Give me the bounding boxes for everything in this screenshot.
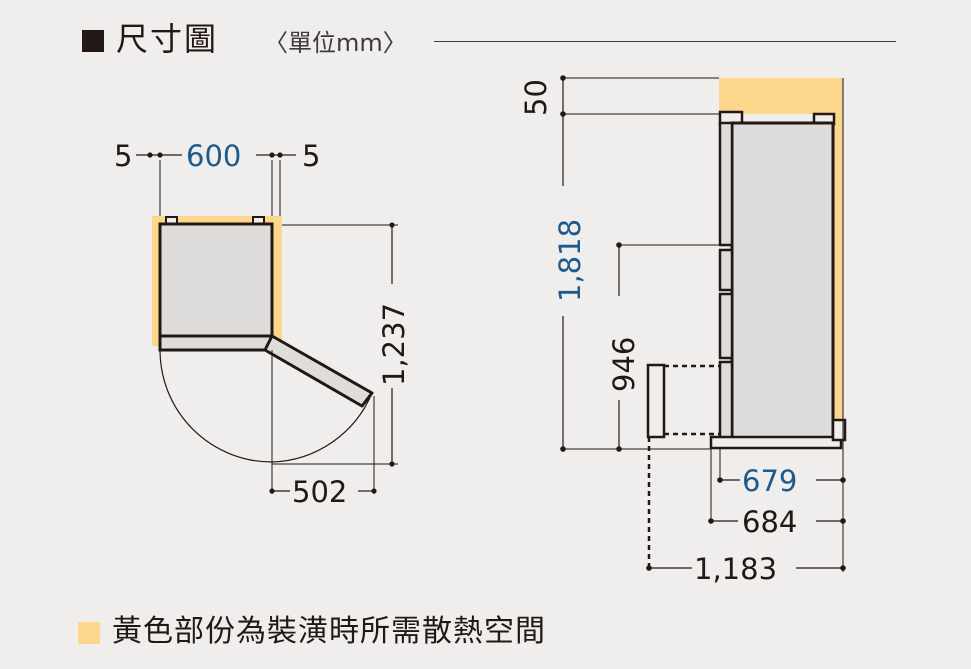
dim-depth-drawer-open: 1,183: [694, 552, 777, 586]
side-view-back-foot: [831, 418, 847, 442]
dim-height: 1,818: [553, 219, 587, 302]
side-view-drawer-open-front: [646, 363, 666, 439]
unit-label: 〈單位mm〉: [264, 29, 407, 57]
legend-swatch-heat-space: [78, 622, 100, 644]
top-view: [136, 154, 398, 494]
dim-depth: 679: [742, 464, 797, 498]
title-marker-square: [82, 30, 104, 52]
side-view-dim-dots: [560, 75, 846, 571]
dim-gap-left: 5: [114, 139, 132, 173]
dim-width: 600: [186, 139, 241, 173]
dim-depth-door-open: 1,237: [377, 303, 411, 386]
dim-drawer-height: 946: [607, 337, 641, 392]
top-view-heat-space-right: [273, 216, 282, 346]
side-view-door-bottom: [718, 360, 734, 440]
side-view-door-mid-1: [718, 248, 734, 292]
top-view-door-closed: [158, 334, 274, 352]
dim-gap-right: 5: [302, 139, 320, 173]
side-view: [562, 77, 847, 572]
top-view-heat-space-back: [152, 216, 282, 225]
dim-top-clearance: 50: [519, 79, 553, 116]
legend-text: 黃色部份為裝潢時所需散熱空間: [112, 614, 546, 649]
dim-depth-with-handle: 684: [742, 505, 797, 539]
top-view-door-swing-arc: [159, 350, 373, 463]
top-view-heat-space-left: [152, 216, 161, 346]
top-view-dim-dots: [147, 152, 395, 494]
page-title: 尺寸圖: [116, 20, 219, 58]
title-divider: [434, 41, 896, 42]
top-view-door-open: [263, 334, 374, 408]
side-view-door-mid-2: [718, 292, 734, 360]
side-view-cabinet: [730, 121, 835, 441]
side-view-base: [709, 435, 843, 450]
top-view-cabinet: [158, 222, 274, 338]
side-view-door-top: [718, 121, 734, 247]
side-view-heat-space-top: [719, 78, 843, 114]
dim-door-swing: 502: [292, 475, 347, 509]
side-view-heat-space-back: [833, 78, 843, 438]
